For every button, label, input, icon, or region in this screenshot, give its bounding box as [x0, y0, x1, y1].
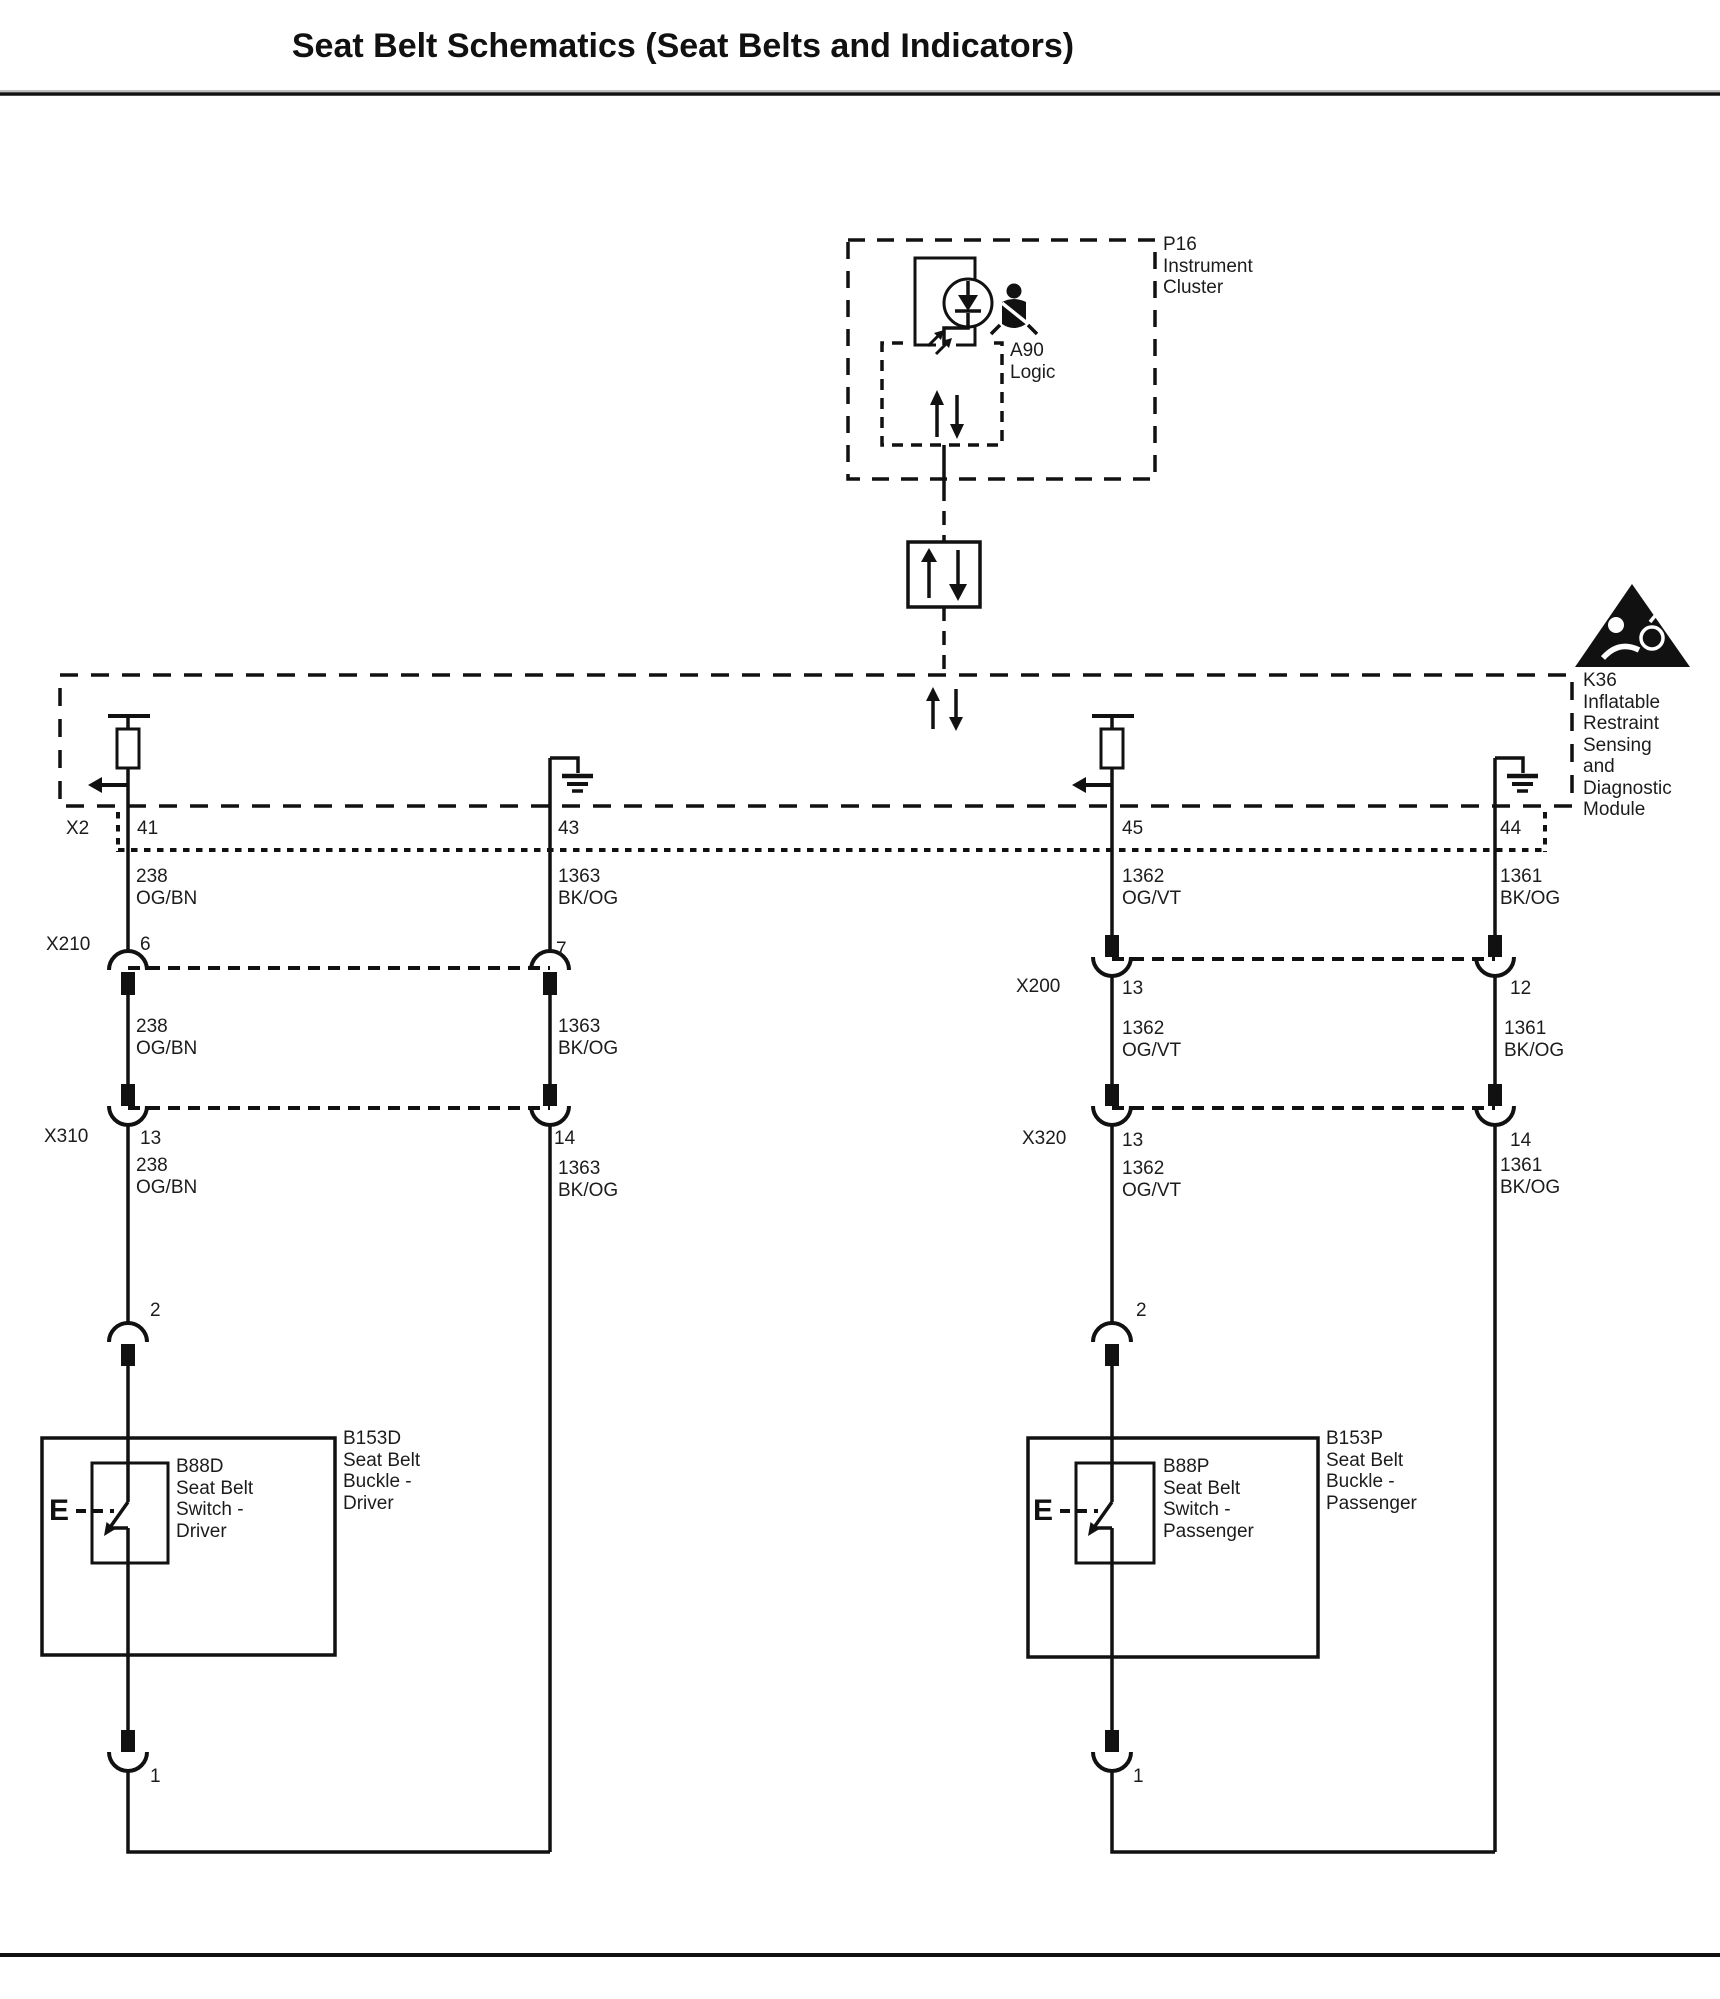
x200-pin-13: 13	[1122, 978, 1144, 999]
circuit-label-1361-seg3: 1361 BK/OG	[1500, 1155, 1561, 1198]
circuit-label-1362-seg3: 1362 OG/VT	[1122, 1158, 1182, 1201]
x320-pin-14: 14	[1510, 1130, 1532, 1151]
connector-x210-terminals	[107, 949, 571, 995]
x310-pin-14: 14	[554, 1128, 576, 1149]
driver-pin-2: 2	[150, 1300, 161, 1321]
x320-pin-13: 13	[1122, 1130, 1144, 1151]
circuit-label-238-seg1: 238 OG/BN	[136, 866, 198, 909]
seat-belt-indicator-lamp-icon	[913, 256, 994, 356]
driver-buckle-pin2-terminal	[107, 1321, 149, 1366]
x2-pin-41: 41	[137, 818, 159, 839]
x210-pin-6: 6	[140, 934, 151, 955]
b88d-switch-label: B88D Seat Belt Switch - Driver	[176, 1456, 254, 1542]
x2-pin-44: 44	[1500, 818, 1522, 839]
connector-x210-label: X210	[46, 934, 91, 955]
p16-instrument-cluster-label: P16 Instrument Cluster	[1163, 234, 1253, 298]
connector-x320-label: X320	[1022, 1128, 1067, 1149]
serial-data-symbol-box	[906, 540, 982, 609]
a90-logic-label: A90 Logic	[1010, 340, 1056, 383]
circuit-label-1363-seg1: 1363 BK/OG	[558, 866, 619, 909]
airbag-warning-icon	[1575, 584, 1690, 667]
connector-x310-terminals	[107, 1084, 571, 1127]
connector-x320-terminals	[1091, 1084, 1516, 1127]
x200-pin-12: 12	[1510, 978, 1532, 999]
page-title: Seat Belt Schematics (Seat Belts and Ind…	[291, 27, 1075, 65]
connector-x200-label: X200	[1016, 976, 1061, 997]
driver-pin-1: 1	[150, 1766, 161, 1787]
b88p-switch-symbol	[1060, 1500, 1114, 1536]
circuit-label-238-seg2: 238 OG/BN	[136, 1016, 198, 1059]
connector-x310-label: X310	[44, 1126, 89, 1147]
wire-1362-og-vt	[1110, 768, 1495, 1854]
connector-x2-label: X2	[66, 818, 90, 839]
p16-instrument-cluster-box	[846, 238, 1157, 481]
pullup-resistor-passenger-icon	[1072, 714, 1134, 793]
b88p-switch-label: B88P Seat Belt Switch - Passenger	[1163, 1456, 1254, 1542]
circuit-label-1363-seg3: 1363 BK/OG	[558, 1158, 619, 1201]
circuit-label-1361-seg2: 1361 BK/OG	[1504, 1018, 1565, 1061]
driver-switch-actuator-label: E	[49, 1494, 70, 1527]
k36-srs-module-box	[58, 673, 1574, 808]
passenger-buckle-pin1-terminal	[1091, 1730, 1133, 1773]
seat-belt-fastened-icon	[989, 283, 1039, 336]
circuit-label-1361-seg1: 1361 BK/OG	[1500, 866, 1561, 909]
x210-pin-7: 7	[556, 939, 567, 960]
x2-pin-45: 45	[1122, 818, 1144, 839]
pullup-resistor-driver-icon	[88, 714, 150, 793]
x2-pin-43: 43	[558, 818, 580, 839]
serial-data-link	[906, 445, 982, 731]
b153d-buckle-label: B153D Seat Belt Buckle - Driver	[343, 1428, 421, 1514]
a90-logic-box	[880, 341, 1004, 447]
passenger-pin-2: 2	[1136, 1300, 1147, 1321]
circuit-label-238-seg3: 238 OG/BN	[136, 1155, 198, 1198]
k36-module-label: K36 Inflatable Restraint Sensing and Dia…	[1583, 670, 1672, 820]
b88p-switch-box	[1074, 1461, 1156, 1565]
b153d-buckle-box	[40, 1436, 337, 1657]
b88d-switch-box	[90, 1461, 170, 1565]
ground-symbol-passenger-icon	[1495, 756, 1538, 793]
b88d-switch-symbol	[76, 1500, 130, 1536]
b153p-buckle-box	[1026, 1436, 1320, 1659]
connector-x2-boundary	[116, 812, 1547, 852]
circuit-label-1362-seg1: 1362 OG/VT	[1122, 866, 1182, 909]
wire-238-og-bn	[126, 768, 550, 1854]
x310-pin-13: 13	[140, 1128, 162, 1149]
passenger-switch-actuator-label: E	[1033, 1494, 1054, 1527]
circuit-label-1363-seg2: 1363 BK/OG	[558, 1016, 619, 1059]
connector-x200-terminals	[1091, 935, 1516, 978]
ground-symbol-driver-icon	[550, 756, 593, 793]
driver-buckle-pin1-terminal	[107, 1730, 149, 1773]
passenger-buckle-pin2-terminal	[1091, 1321, 1133, 1366]
b153p-buckle-label: B153P Seat Belt Buckle - Passenger	[1326, 1428, 1417, 1514]
passenger-pin-1: 1	[1133, 1766, 1144, 1787]
a90-serial-arrows-icon	[930, 390, 964, 439]
circuit-label-1362-seg2: 1362 OG/VT	[1122, 1018, 1182, 1061]
